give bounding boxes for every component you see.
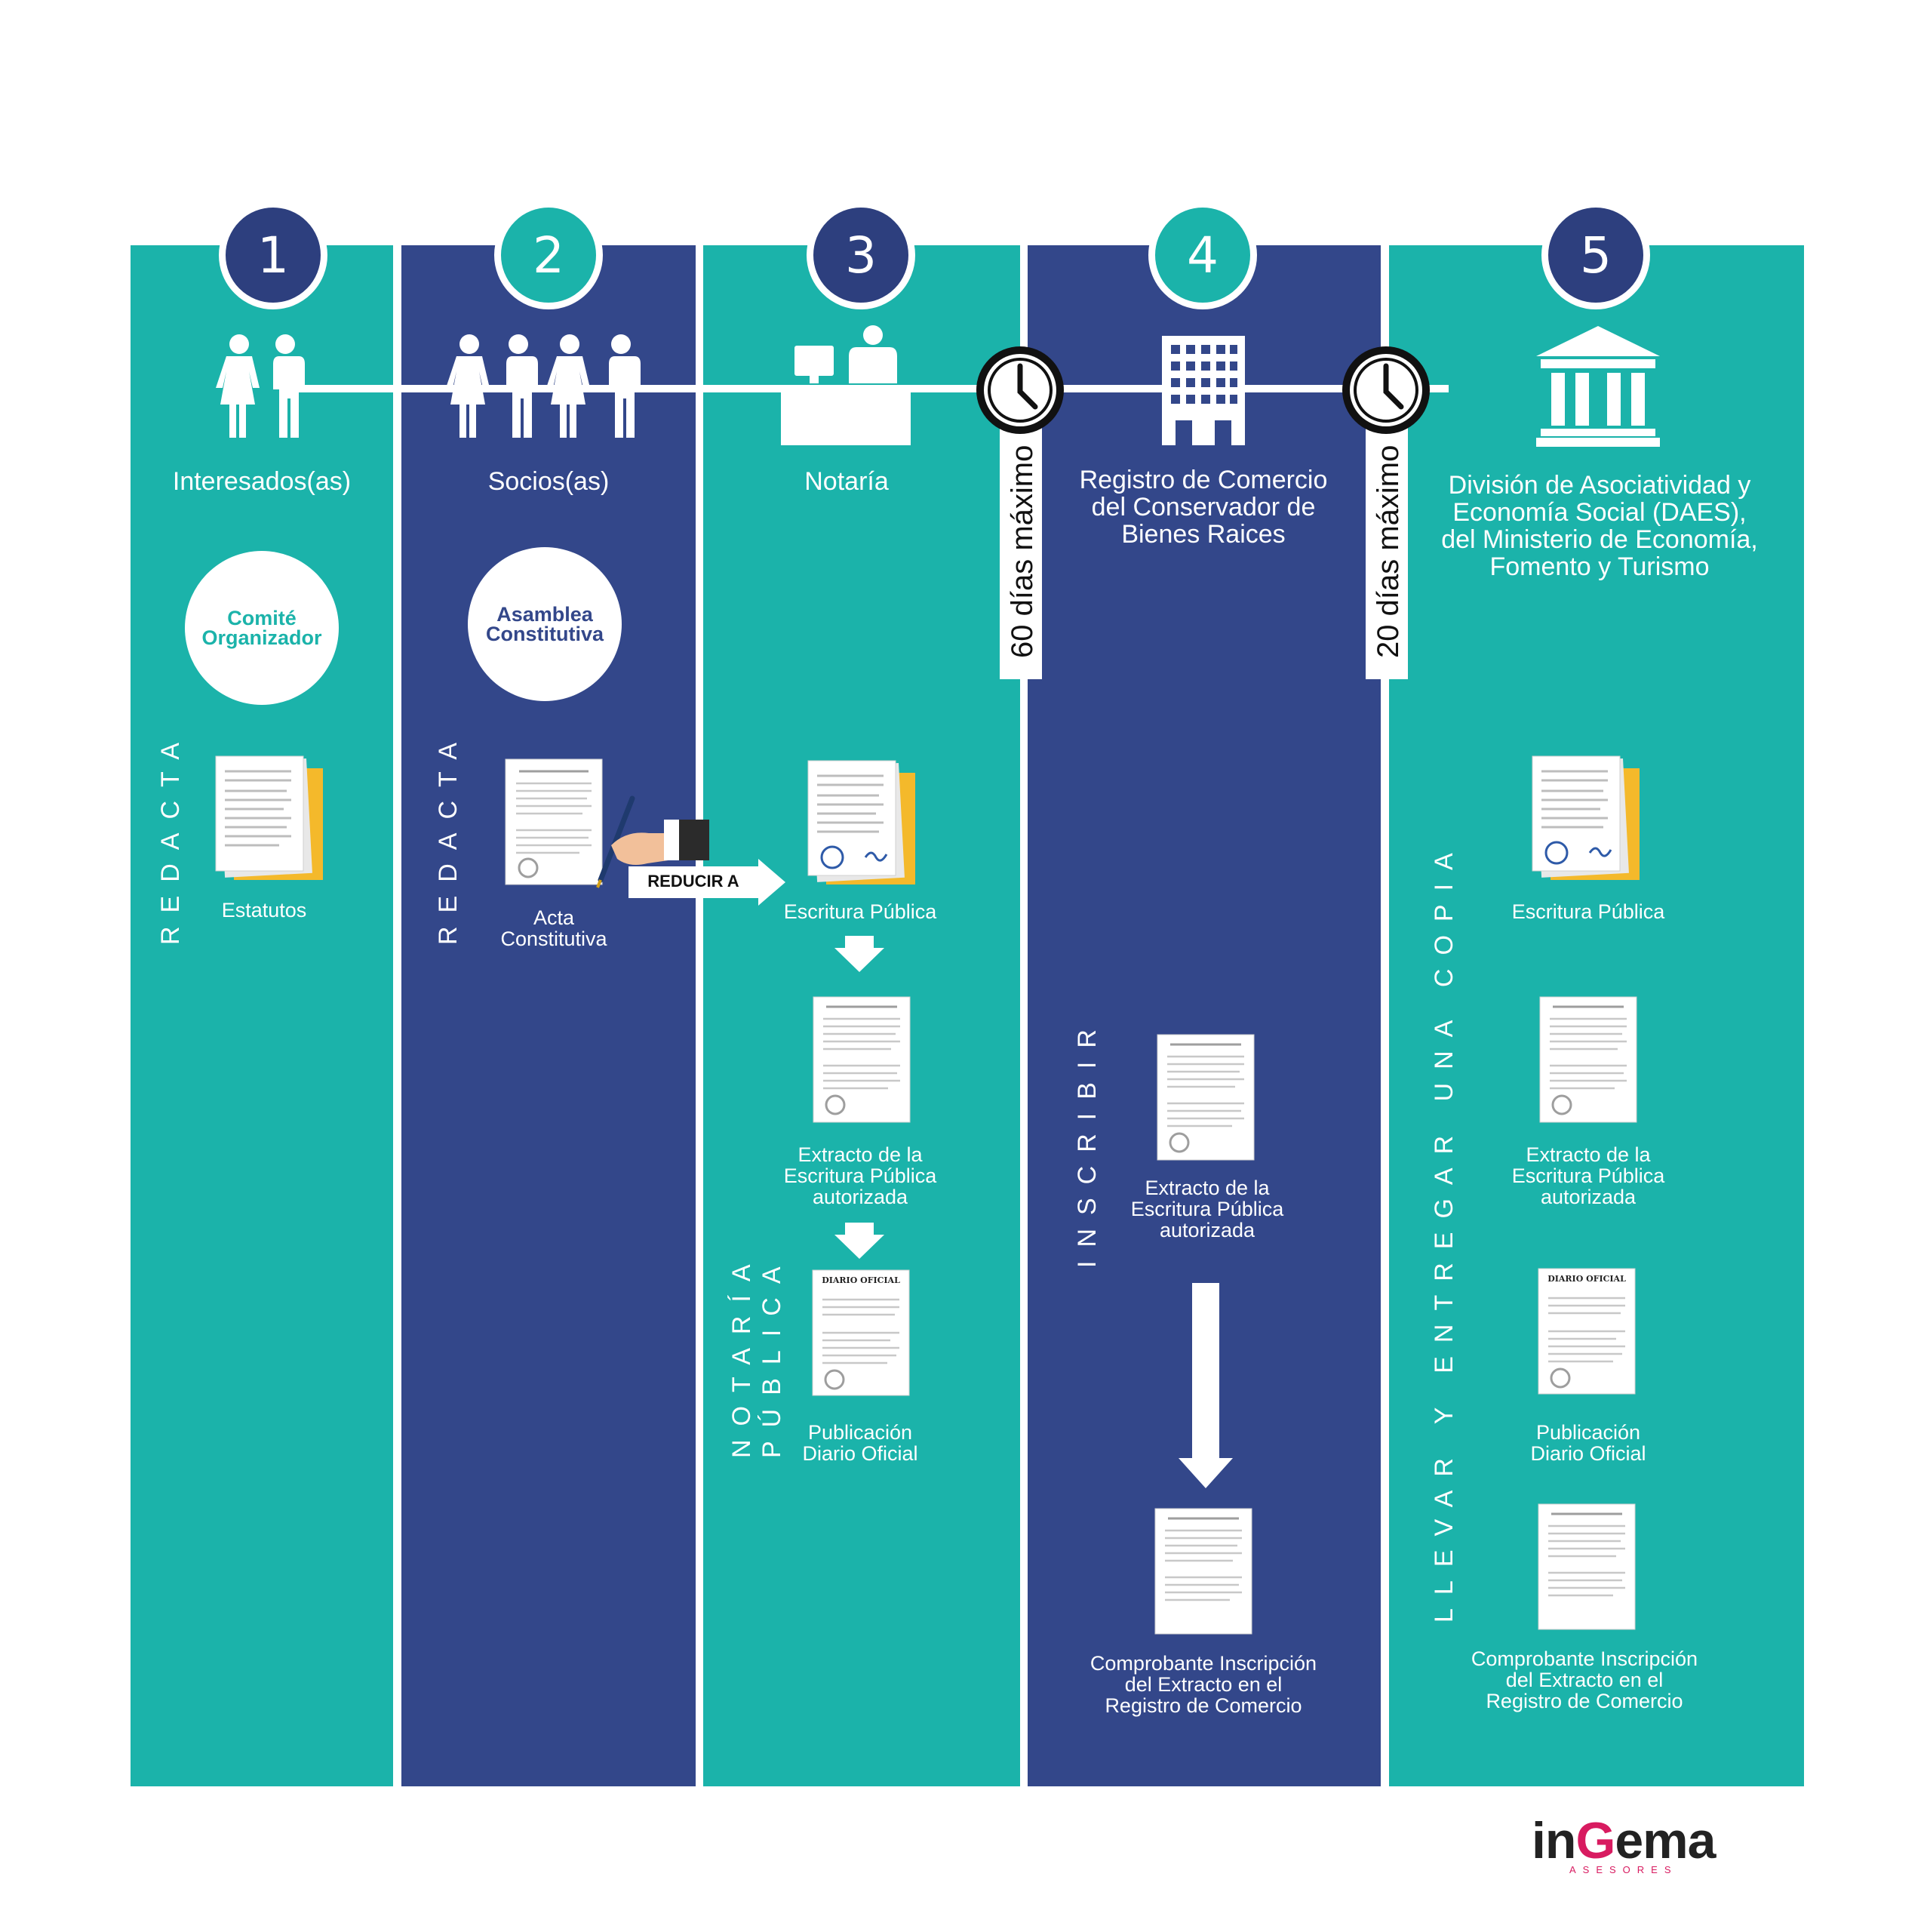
step-title-5: División de Asociatividad y Economía Soc… [1441,471,1758,581]
step-title-3: Notaría [804,467,889,496]
step-badge-4: 4 [1148,201,1257,309]
svg-text:DIARIO OFICIAL: DIARIO OFICIAL [822,1275,900,1285]
ingema-logo: inGema [1532,1812,1716,1869]
hand-pen-icon [581,792,709,891]
down-arrow-icon [834,936,884,972]
timer-label-60: 60 días máximo [1006,445,1039,658]
timer-label-20: 20 días máximo [1372,445,1405,658]
document-icon [813,996,911,1123]
step-badge-3: 3 [807,201,915,309]
signed-document-icon [504,758,604,886]
down-arrow-icon [834,1223,884,1259]
doc-label-extracto-4: Extracto de la Escritura Pública autoriz… [1130,1177,1284,1241]
step-badge-1: 1 [219,201,327,309]
two-people-icon [211,332,317,438]
long-down-arrow [1179,1283,1233,1488]
office-building-icon [1154,336,1252,445]
document-icon [1538,1503,1636,1630]
timer-box-60 [1000,423,1042,679]
diario-oficial-document-icon: DIARIO OFICIAL [1538,1268,1636,1395]
doc-label-extracto-3: Extracto de la Escritura Pública autoriz… [783,1143,937,1208]
logo-subtitle: ASESORES [1569,1864,1678,1875]
step-title-4: Registro de Comercio del Conservador de … [1079,466,1328,549]
doc-label-escritura-3: Escritura Pública [783,900,937,923]
reducir-arrow-label: REDUCIR A [647,872,739,891]
document-icon [1539,996,1637,1123]
four-people-icon [447,332,650,438]
action-label-col2: REDACTA [434,729,463,945]
folder-document-icon [211,753,324,881]
step-title-2: Socios(as) [487,467,610,496]
notary-desk-icon [781,325,917,445]
folder-document-icon [804,758,917,886]
doc-label-publicacion-3: Publicación Diario Oficial [802,1421,918,1465]
timer-box-20 [1366,423,1408,679]
column-2 [401,245,696,1786]
reducir-arrow [629,859,785,906]
clock-icon [973,343,1067,437]
action-label-col1: REDACTA [156,729,185,945]
doc-label-estatutos: Estatutos [221,899,307,921]
step-title-1: Interesados(as) [172,467,352,496]
document-icon [1154,1508,1252,1635]
folder-document-icon [1528,753,1641,881]
bubble-asamblea-constitutiva: Asamblea Constitutiva [468,547,622,701]
doc-label-escritura-5: Escritura Pública [1511,900,1665,923]
action-label-col4: INSCRIBIR [1073,1016,1102,1268]
doc-label-publicacion-5: Publicación Diario Oficial [1530,1421,1646,1465]
doc-label-extracto-5: Extracto de la Escritura Pública autoriz… [1511,1143,1665,1208]
clock-icon [1339,343,1433,437]
document-icon [1157,1034,1255,1161]
column-1 [131,245,393,1786]
svg-text:DIARIO OFICIAL: DIARIO OFICIAL [1547,1274,1626,1284]
doc-label-acta: Acta Constitutiva [500,906,607,950]
doc-label-comprobante-5: Comprobante Inscripción del Extracto en … [1471,1647,1698,1712]
doc-label-comprobante-4: Comprobante Inscripción del Extracto en … [1090,1652,1317,1717]
diario-oficial-document-icon: DIARIO OFICIAL [812,1269,910,1396]
step-badge-2: 2 [494,201,603,309]
action-label-col5: LLEVAR Y ENTREGAR UNA COPIA [1430,839,1458,1623]
step-badge-5: 5 [1541,201,1650,309]
government-building-icon [1536,326,1660,447]
bubble-comite-organizador: Comité Organizador [185,551,339,705]
